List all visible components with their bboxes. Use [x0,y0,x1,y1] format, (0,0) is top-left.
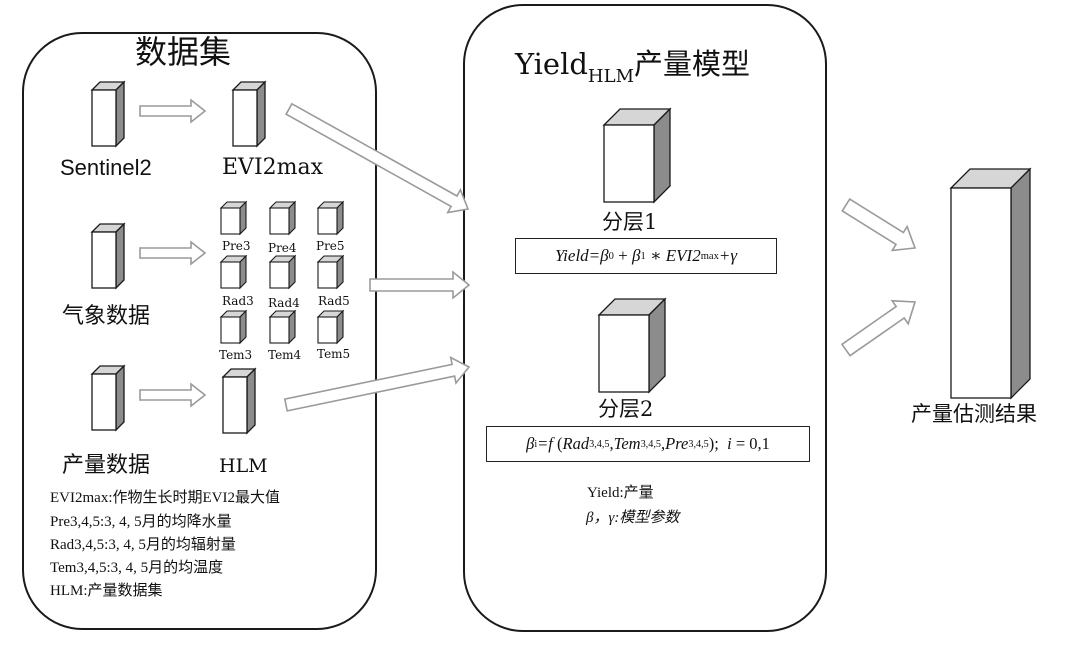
formula1-lhs: Yield= [554,246,601,265]
legend-line-3: Rad3,4,5:3, 4, 5月的均辐射量 [50,537,236,553]
formula1-beta1: β [631,246,641,265]
grid-label-rad4: Rad4 [268,296,300,310]
grid-label-pre4: Pre4 [268,241,297,255]
formula2-sep2: , [661,434,666,453]
arrow-sentinel-to-evi [139,98,207,124]
hlm-box [221,367,257,435]
grid-label-tem3: Tem3 [219,348,253,362]
formula2-i-val: = 0,1 [731,434,770,453]
formula2-tem-sub: 3,4,5 [640,438,661,450]
yield-data-box [90,364,126,432]
legend-line-2: Pre3,4,5:3, 4, 5月的均降水量 [50,514,232,530]
arrow-layer2-to-result [840,299,917,357]
arrow-hlm-to-model [283,356,471,412]
arrow-weather-to-grid [139,240,207,266]
arrow-evi-to-model [285,102,470,214]
grid-box-rad4 [268,254,297,290]
grid-label-tem4: Tem4 [268,348,302,362]
legend-line-1: EVI2max:作物生长时期EVI2最大值 [50,490,280,506]
formula1-mult: ∗ [645,246,666,265]
formula2-close: ); [708,434,728,453]
note-yield: Yield:产量 [587,485,654,501]
formula1-beta0-sub: 0 [608,250,614,262]
formula1-tail: +γ [718,246,738,265]
model-title-sub: HLM [587,66,635,87]
formula1-beta0: β [600,246,609,265]
grid-label-pre5: Pre5 [316,239,345,253]
grid-label-tem5: Tem5 [317,347,351,361]
weather-box [90,222,126,290]
grid-label-pre3: Pre3 [222,239,251,253]
grid-box-pre3 [219,200,248,236]
note-params: β，γ:模型参数 [586,510,680,526]
formula1-beta1-sub: 1 [640,250,646,262]
formula2-tem: Tem [613,434,641,453]
formula2-rad-sub: 3,4,5 [589,438,610,450]
arrow-grid-to-model [369,270,471,300]
arrow-layer1-to-result [841,197,917,252]
weather-label: 气象数据 [62,304,151,329]
grid-box-rad5 [316,254,345,290]
formula2-pre: Pre [665,434,689,453]
sentinel-box [90,80,126,148]
datasets-title: 数据集 [135,33,232,71]
yield-data-label: 产量数据 [62,453,151,478]
grid-box-tem5 [316,309,345,345]
layer2-label: 分层2 [598,397,654,421]
grid-box-rad3 [219,254,248,290]
formula2-beta: β [526,434,535,453]
formula2-eq: =f [537,434,553,453]
grid-box-tem3 [219,309,248,345]
grid-box-tem4 [268,309,297,345]
evi-box [231,80,267,148]
layer2-box [597,297,667,394]
layer1-box [602,107,672,204]
formula2-beta-sub: i [534,438,538,450]
grid-label-rad3: Rad3 [222,294,254,308]
result-box [949,167,1032,400]
grid-label-rad5: Rad5 [318,294,350,308]
formula2-i: i [727,434,732,453]
hlm-label: HLM [219,455,268,477]
formula1-evi-sub: max [700,250,719,262]
legend-line-4: Tem3,4,5:3, 4, 5月的均温度 [50,560,224,576]
formula2-pre-sub: 3,4,5 [688,438,709,450]
model-title-rest: 产量模型 [634,47,751,81]
model-title: YieldHLM产量模型 [515,50,750,86]
formula1-plus: + [613,246,632,265]
formula2-rad: Rad [562,434,590,453]
formula1-evi: EVI2 [665,246,701,265]
arrow-yield-to-hlm [139,382,207,408]
result-label: 产量估测结果 [911,402,1037,426]
legend-line-5: HLM:产量数据集 [50,583,163,599]
evi-label: EVI2max [222,155,324,180]
model-title-main: Yield [515,47,588,81]
grid-box-pre5 [316,200,345,236]
sentinel-label: Sentinel2 [60,155,152,180]
formula2-sep1: , [609,434,614,453]
layer1-label: 分层1 [602,210,658,234]
grid-box-pre4 [268,200,297,236]
formula2-open: ( [552,434,563,453]
